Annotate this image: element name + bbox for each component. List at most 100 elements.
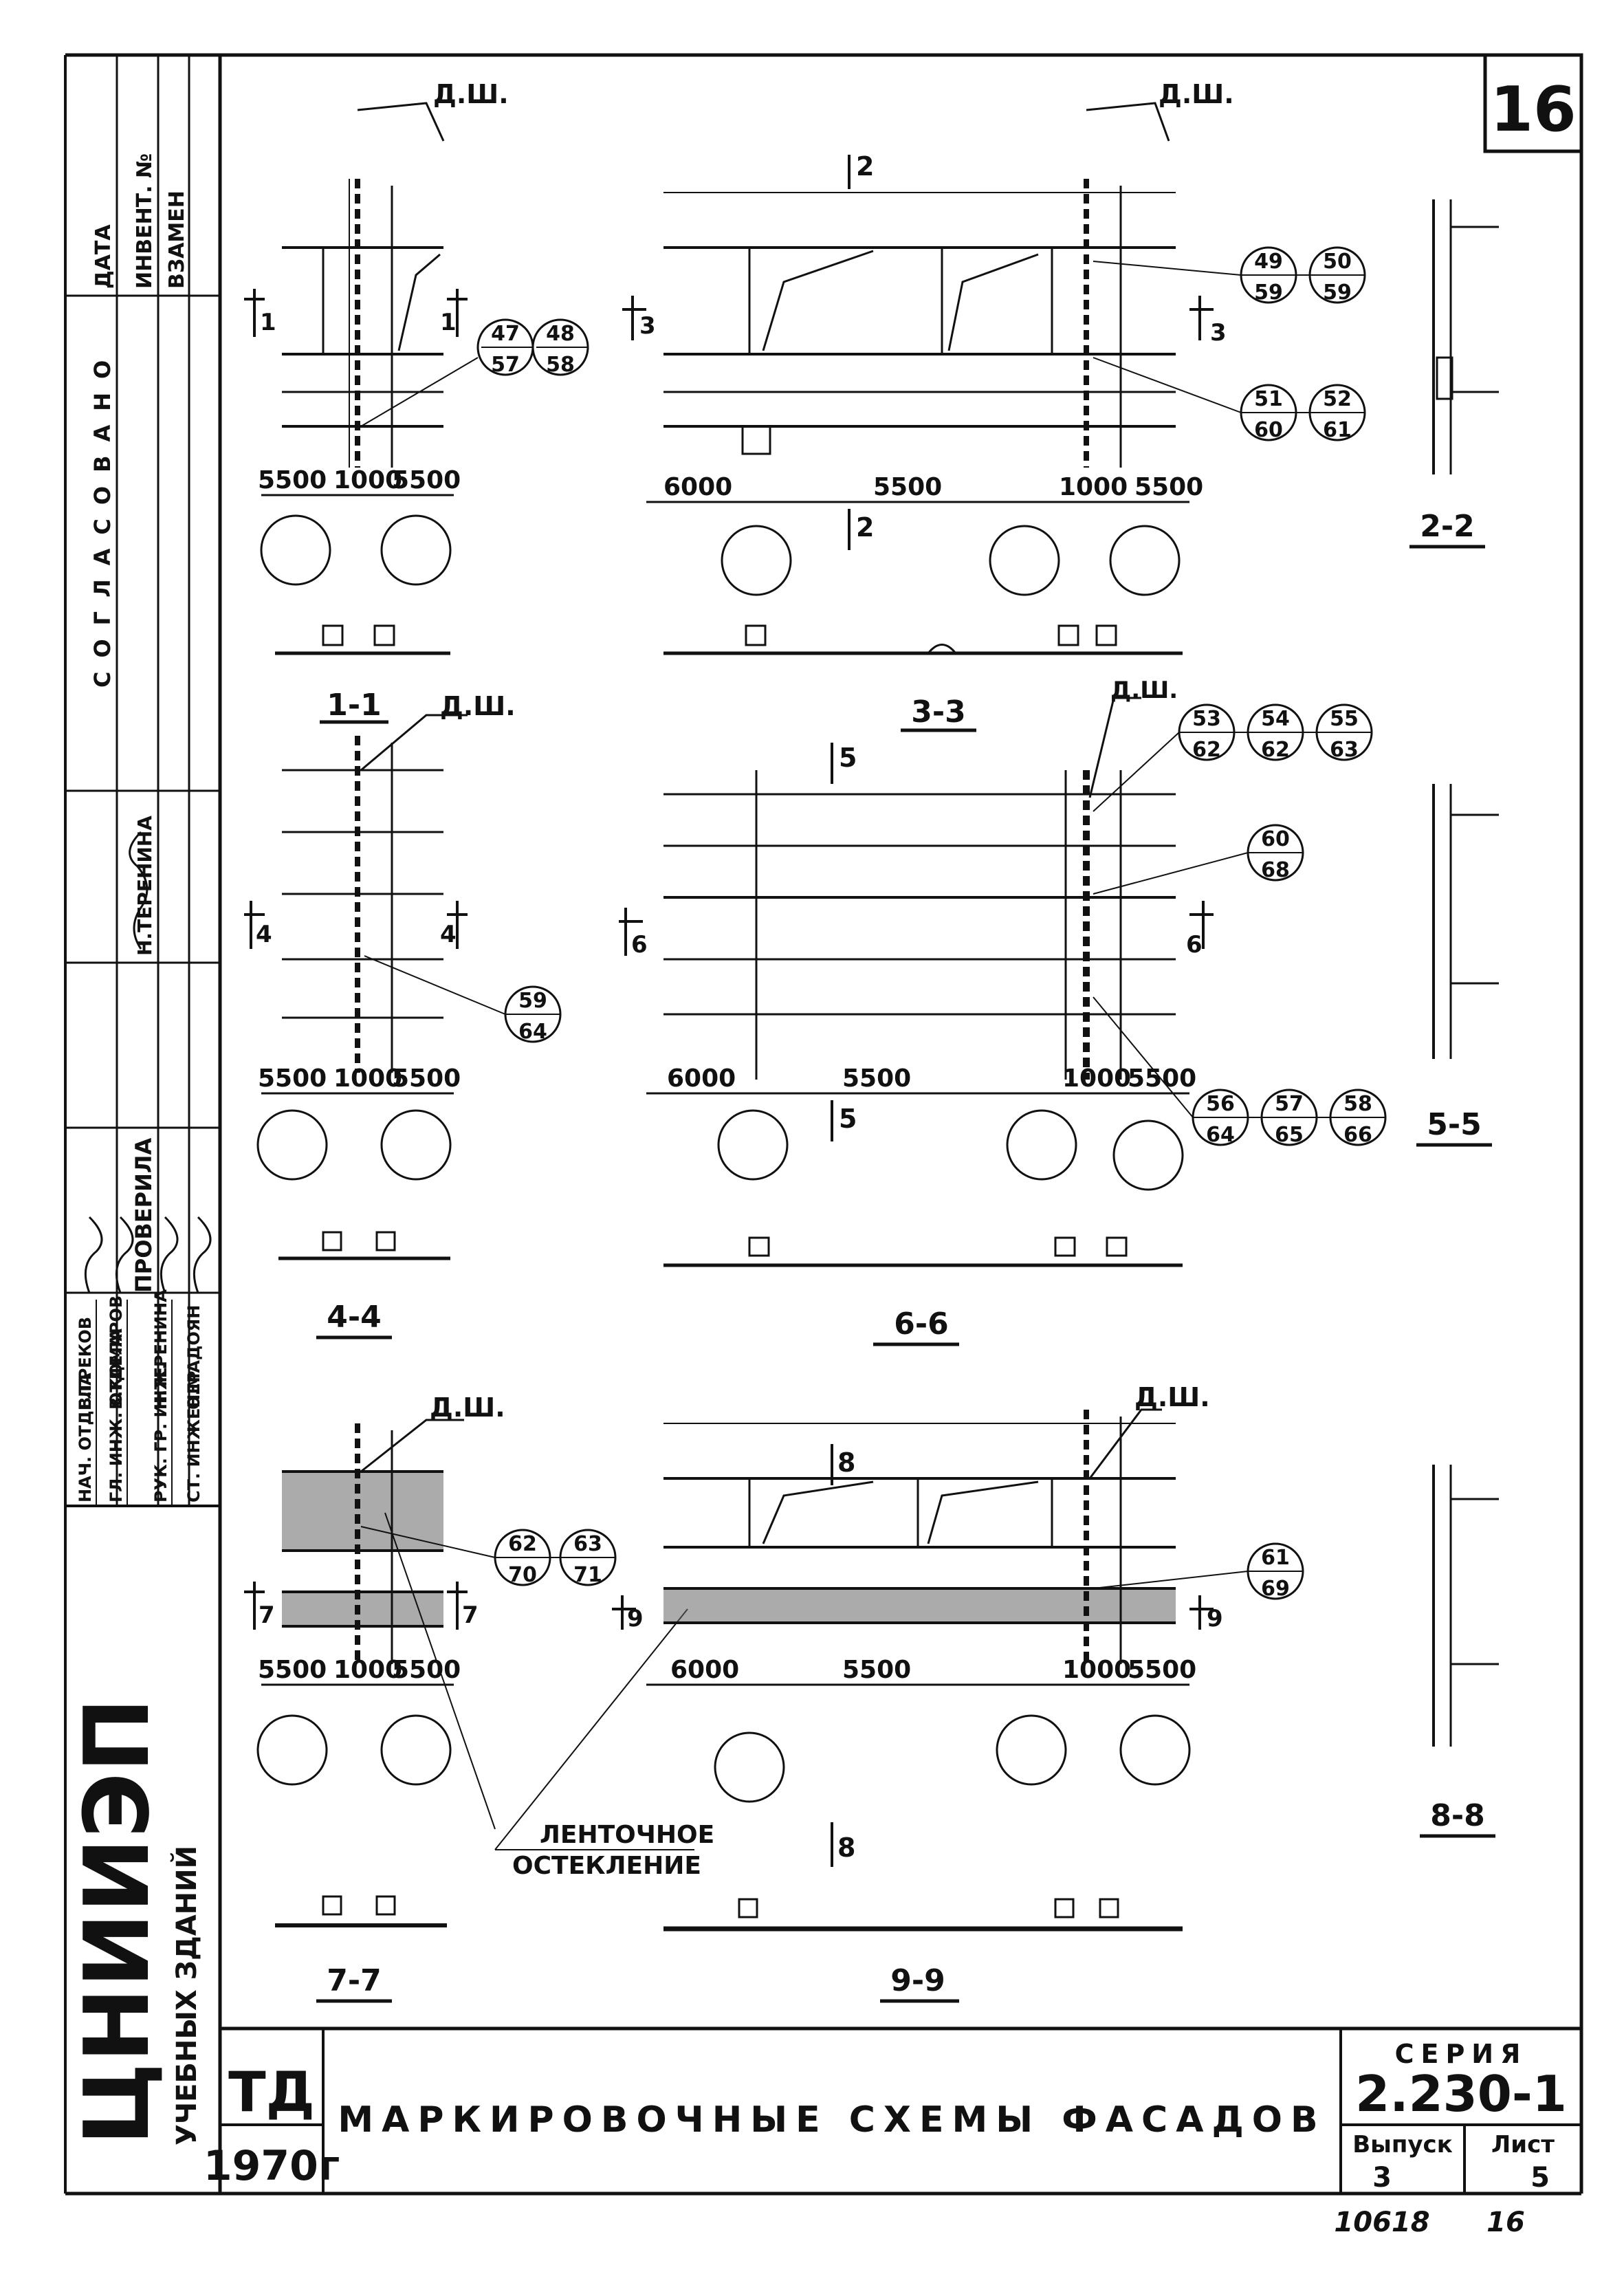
issue-value: 3: [1372, 2162, 1392, 2194]
name-1: В.КОМАРОВ: [107, 1295, 126, 1410]
label-marks-m53-0: 53: [1192, 707, 1221, 731]
signature-3: [193, 1216, 212, 1293]
strip-date: ДАТА: [91, 224, 116, 289]
label-marks-m49-0: 49: [1254, 250, 1283, 274]
label-cut-marks-c4: 4: [440, 921, 457, 948]
label-cut-marks-c1: 1: [440, 309, 457, 336]
label-marks-m56-1: 64: [1206, 1123, 1235, 1147]
label-drawing-labels-dim-5500: 5500: [842, 1656, 911, 1684]
role-3: СТ. ИНЖЕНЕР: [184, 1371, 204, 1502]
signature-checked: [129, 831, 149, 950]
label-drawing-labels-dim-5500: 5500: [392, 1064, 461, 1093]
label-cut-marks-c2: 2: [856, 151, 874, 182]
label-marks-m48-0: 48: [546, 322, 575, 346]
label-cut-marks-c5: 5: [839, 743, 857, 773]
label-drawing-labels-dim-1000: 1000: [1062, 1064, 1131, 1093]
label-marks-m57-1: 65: [1275, 1123, 1304, 1147]
elevation-1: Д.Ш. 1 1 5500 1000 5500 47 57 48 58: [244, 79, 589, 586]
label-drawing-labels-dim-5500: 5500: [392, 466, 461, 494]
elevation-3: Д.Ш. 2 2 3 3 6000 5500 1000 5500 49 59 5…: [622, 79, 1366, 596]
label-drawing-labels-dim-5500: 5500: [258, 466, 327, 494]
label-marks-m56-0: 56: [1206, 1092, 1235, 1116]
label-sections-s44: 4-4: [327, 1300, 382, 1335]
label-marks-m62-0: 62: [508, 1532, 537, 1556]
organization-block: ЦНИИЭП УЧЕБНЫХ ЗДАНИЙ: [65, 1698, 203, 2145]
label-drawing-labels-ribbon-glazing-1: ЛЕНТОЧНОЕ: [540, 1821, 714, 1849]
label-cut-marks-c1: 1: [260, 309, 276, 336]
label-drawing-labels-dim-6000: 6000: [667, 1064, 736, 1093]
label-marks-m63-0: 63: [573, 1532, 602, 1556]
sheet-frame: [64, 53, 1583, 2196]
corner-number-box: 16: [1483, 53, 1583, 153]
elevation-7: Д.Ш. 7 7 5500 1000 5500 62 70 63 71: [244, 1392, 617, 1830]
name-3: О.МАДОЯН: [184, 1305, 204, 1410]
label-drawing-labels-dim-6000: 6000: [670, 1656, 739, 1684]
elevation-6: Д.Ш. 5 5 6 6 6000 5500 1000 5500 53 62 5…: [619, 677, 1387, 1191]
label-marks-m55-1: 63: [1330, 738, 1359, 762]
label-marks-m59-0: 59: [518, 989, 547, 1013]
strip-checked-name: Н.ТЕРЕНИНА: [133, 816, 156, 956]
label-marks-m60-1: 68: [1261, 858, 1290, 882]
label-cut-marks-c6: 6: [1186, 931, 1203, 959]
series-label: СЕРИЯ: [1395, 2039, 1528, 2069]
label-drawing-labels-dim-5500: 5500: [1128, 1656, 1196, 1684]
label-drawing-labels-dim-5500: 5500: [1134, 473, 1203, 501]
approval-strip: ДАТА ИНВЕНТ. № ВЗАМЕН СОГЛАСОВАНО Н.ТЕРЕ…: [65, 55, 220, 1507]
archive-sheet: 16: [1486, 2207, 1525, 2238]
strip-agreed: СОГЛАСОВАНО: [89, 347, 116, 688]
org-subtitle: УЧЕБНЫХ ЗДАНИЙ: [170, 1846, 203, 2145]
role-1: ГЛ. ИНЖ. ОТДЕЛА: [107, 1329, 126, 1502]
label-drawing-labels-ribbon-glazing-2: ОСТЕКЛЕНИЕ: [512, 1852, 701, 1880]
label-marks-m50-0: 50: [1323, 250, 1352, 274]
stamp-code: ТД: [228, 2060, 315, 2124]
elevation-9: Д.Ш. 8 8 9 9 6000 5500 1000 5500 61 69: [612, 1382, 1304, 1867]
series-value: 2.230-1: [1355, 2065, 1567, 2123]
section-9-9: 9-9: [663, 1898, 1183, 2003]
label-drawing-labels-dim-5500: 5500: [258, 1656, 327, 1684]
label-drawing-labels-dim-1000: 1000: [1062, 1656, 1131, 1684]
label-cut-marks-c4: 4: [256, 921, 272, 948]
sheet-value: 5: [1530, 2162, 1550, 2194]
archive-number: 10618: [1334, 2207, 1429, 2238]
label-cut-marks-c3: 3: [1210, 319, 1227, 347]
label-sections-s99: 9-9: [890, 1963, 945, 1998]
label-sections-s33: 3-3: [911, 695, 966, 730]
strip-replace: ВЗАМЕН: [165, 190, 189, 289]
label-cut-marks-c6: 6: [631, 931, 648, 959]
label-drawing-labels-dim-1000: 1000: [333, 1064, 402, 1093]
name-2: Н.ТЕРЕНИНА: [151, 1289, 171, 1410]
label-marks-m52-1: 61: [1323, 418, 1352, 442]
name-0: В.ГРЕКОВ: [76, 1317, 95, 1410]
strip-inventory: ИНВЕНТ. №: [133, 153, 157, 289]
section-2-2: 2-2: [1409, 199, 1499, 549]
label-sections-s22: 2-2: [1420, 509, 1475, 544]
label-cut-marks-c9: 9: [627, 1605, 644, 1632]
label-cut-marks-c5: 5: [839, 1104, 857, 1134]
label-marks-m53-1: 62: [1192, 738, 1221, 762]
org-name: ЦНИИЭП: [65, 1698, 169, 2145]
label-marks-m54-1: 62: [1261, 738, 1290, 762]
label-marks-m52-0: 52: [1323, 387, 1352, 411]
section-5-5: 5-5: [1416, 784, 1499, 1147]
label-marks-m57-0: 57: [1275, 1092, 1304, 1116]
label-sections-s55: 5-5: [1427, 1107, 1482, 1142]
label-drawing-labels-dim-1000: 1000: [333, 1656, 402, 1684]
label-marks-m47-0: 47: [491, 322, 520, 346]
label-marks-m58-1: 66: [1343, 1123, 1372, 1147]
elevation-4: Д.Ш. 4 4 5500 1000 5500 59 64: [244, 691, 562, 1181]
label-sections-s88: 8-8: [1430, 1798, 1485, 1833]
section-7-7: 7-7: [275, 1895, 447, 2003]
joint-label-1: Д.Ш.: [433, 79, 509, 109]
label-marks-m50-1: 59: [1323, 281, 1352, 305]
label-marks-m49-1: 59: [1254, 281, 1283, 305]
label-drawing-labels-dim-1000: 1000: [333, 466, 402, 494]
issue-label: Выпуск: [1352, 2131, 1453, 2158]
strip-checked: ПРОВЕРИЛА: [131, 1138, 157, 1293]
sheet-title: МАРКИРОВОЧНЫЕ СХЕМЫ ФАСАДОВ: [338, 2099, 1326, 2141]
section-6-6: 6-6: [663, 1236, 1183, 1346]
label-sections-s66: 6-6: [894, 1307, 949, 1342]
section-1-1: 1-1: [275, 624, 450, 724]
section-3-3: 3-3: [663, 624, 1183, 732]
joint-label-9: Д.Ш.: [1134, 1382, 1210, 1412]
